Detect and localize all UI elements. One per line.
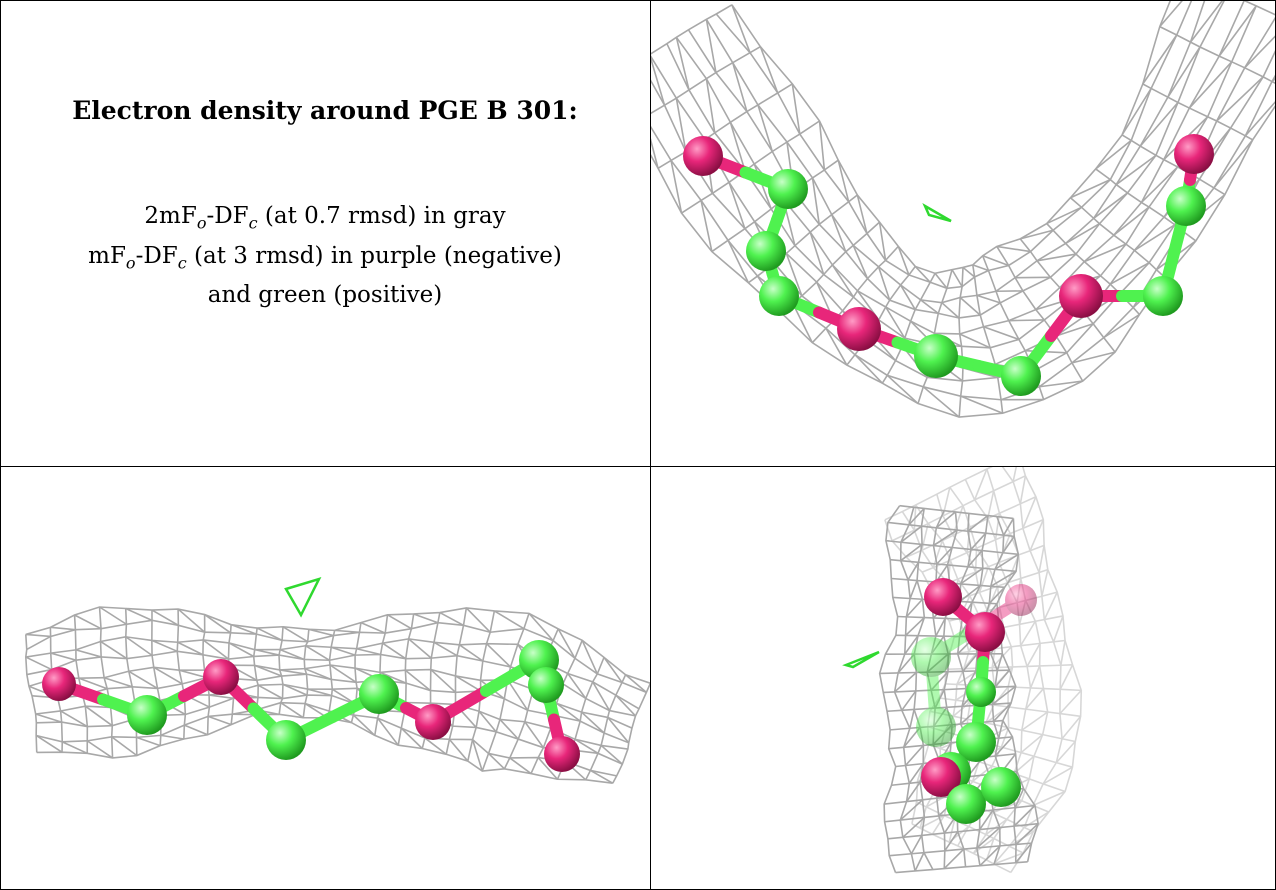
carbon-atom (1001, 356, 1041, 396)
panel-top-right (651, 1, 1275, 466)
carbon-atom (966, 677, 996, 707)
oxygen-atom (837, 307, 881, 351)
caption-line-1: 2mFo-DFc (at 0.7 rmsd) in gray (0, 200, 650, 240)
border-top (0, 0, 1276, 1)
caption-line-1-sub-c: c (248, 213, 258, 233)
molecule-pge (42, 640, 580, 772)
oxygen-atom (924, 578, 962, 616)
caption-line-2-c: (at 3 rmsd) in purple (negative) (186, 242, 562, 269)
oxygen-atom (1005, 584, 1037, 616)
caption-line-2-a: mF (88, 242, 126, 269)
caption-line-1-b: -DF (206, 203, 249, 229)
divider-horizontal (0, 466, 1276, 467)
oxygen-atom (415, 704, 451, 740)
oxygen-atom (683, 136, 723, 176)
caption-line-2: mFo-DFc (at 3 rmsd) in purple (negative) (0, 240, 650, 280)
positive-diff-peak (922, 202, 952, 223)
molecule-pge (683, 134, 1214, 396)
oxygen-atom (42, 667, 76, 701)
carbon-atom (266, 720, 306, 760)
oxygen-atom (965, 612, 1005, 652)
caption-line-2-sub-o: o (125, 253, 136, 273)
carbon-atom (746, 231, 786, 271)
oxygen-atom (921, 757, 961, 797)
caption-line-3: and green (positive) (207, 282, 443, 309)
oxygen-atom (203, 659, 239, 695)
panel-bottom-right (651, 467, 1275, 889)
carbon-atom (1143, 276, 1183, 316)
divider-vertical (650, 0, 651, 890)
density-view-top-right (651, 1, 1275, 418)
caption-body: 2mFo-DFc (at 0.7 rmsd) in gray mFo-DFc (… (0, 200, 650, 312)
caption-cell: Electron density around PGE B 301: 2mFo-… (0, 0, 650, 466)
carbon-atom (359, 674, 399, 714)
carbon-atom (981, 767, 1021, 807)
carbon-atom (911, 637, 951, 677)
molecule-pge (921, 578, 1021, 824)
caption-line-2-sub-c: c (177, 253, 187, 273)
caption-line-1-c: (at 0.7 rmsd) in gray (257, 203, 506, 229)
density-view-bottom-right (842, 467, 1083, 874)
oxygen-atom (1174, 134, 1214, 174)
caption-title: Electron density around PGE B 301: (72, 96, 578, 125)
caption-line-2-b: -DF (135, 242, 178, 269)
border-left (0, 0, 1, 890)
density-view-bottom-left (24, 576, 650, 784)
carbon-atom (946, 784, 986, 824)
carbon-atom (914, 334, 958, 378)
carbon-atom (127, 695, 167, 735)
oxygen-atom (544, 736, 580, 772)
carbon-atom (528, 667, 564, 703)
oxygen-atom (1059, 274, 1103, 318)
carbon-atom (916, 707, 956, 747)
panel-bottom-left (1, 467, 650, 889)
carbon-atom (1166, 186, 1206, 226)
caption-line-1-sub-o: o (196, 213, 207, 233)
positive-diff-peak (842, 650, 880, 669)
carbon-atom (768, 169, 808, 209)
carbon-atom (956, 722, 996, 762)
caption-line-1-a: 2mF (144, 203, 197, 229)
positive-diff-peak (284, 576, 322, 618)
carbon-atom (759, 276, 799, 316)
